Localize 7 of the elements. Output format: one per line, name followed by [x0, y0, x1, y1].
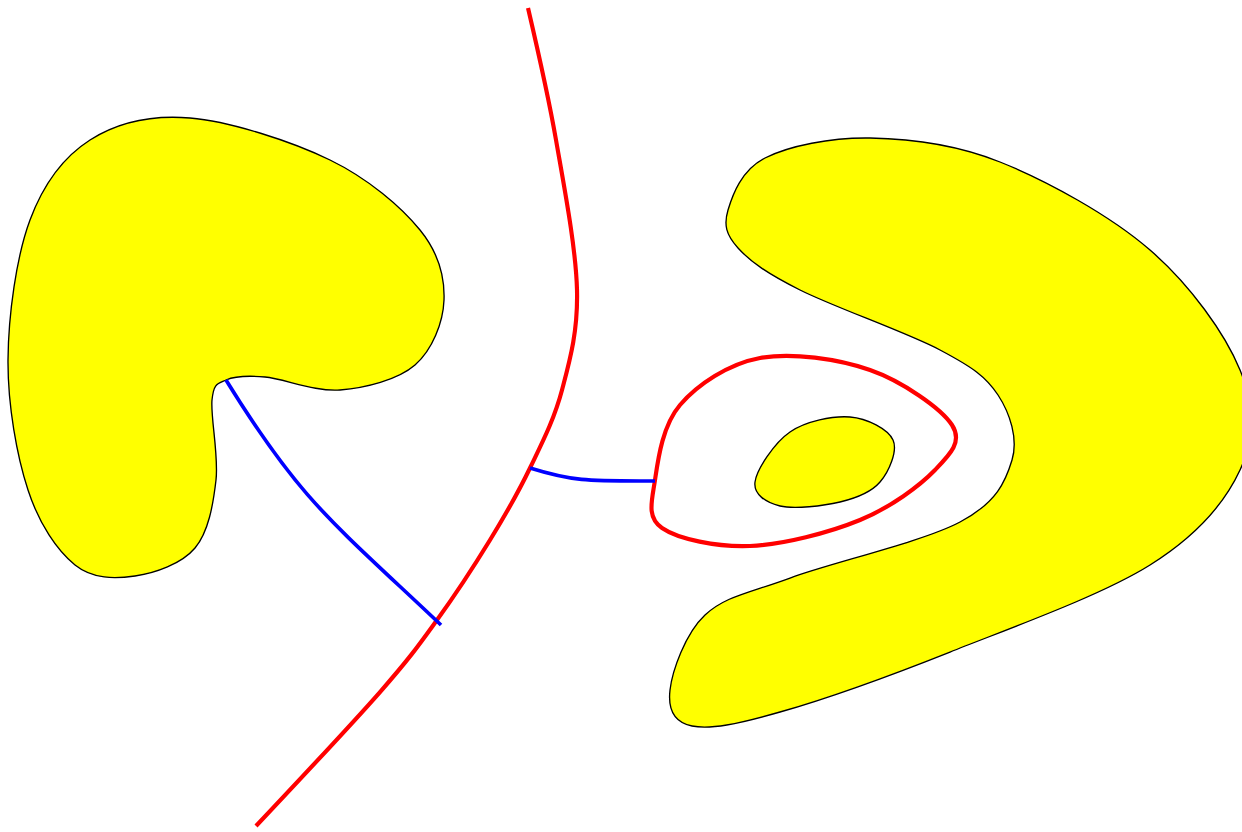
curve-line [254, 7, 580, 828]
connector-line [529, 466, 655, 483]
blob-shape [7, 116, 445, 579]
closed-loop [649, 353, 959, 549]
blob-shape [668, 137, 1242, 728]
connector-line [224, 379, 443, 627]
blob-shape [754, 416, 896, 508]
